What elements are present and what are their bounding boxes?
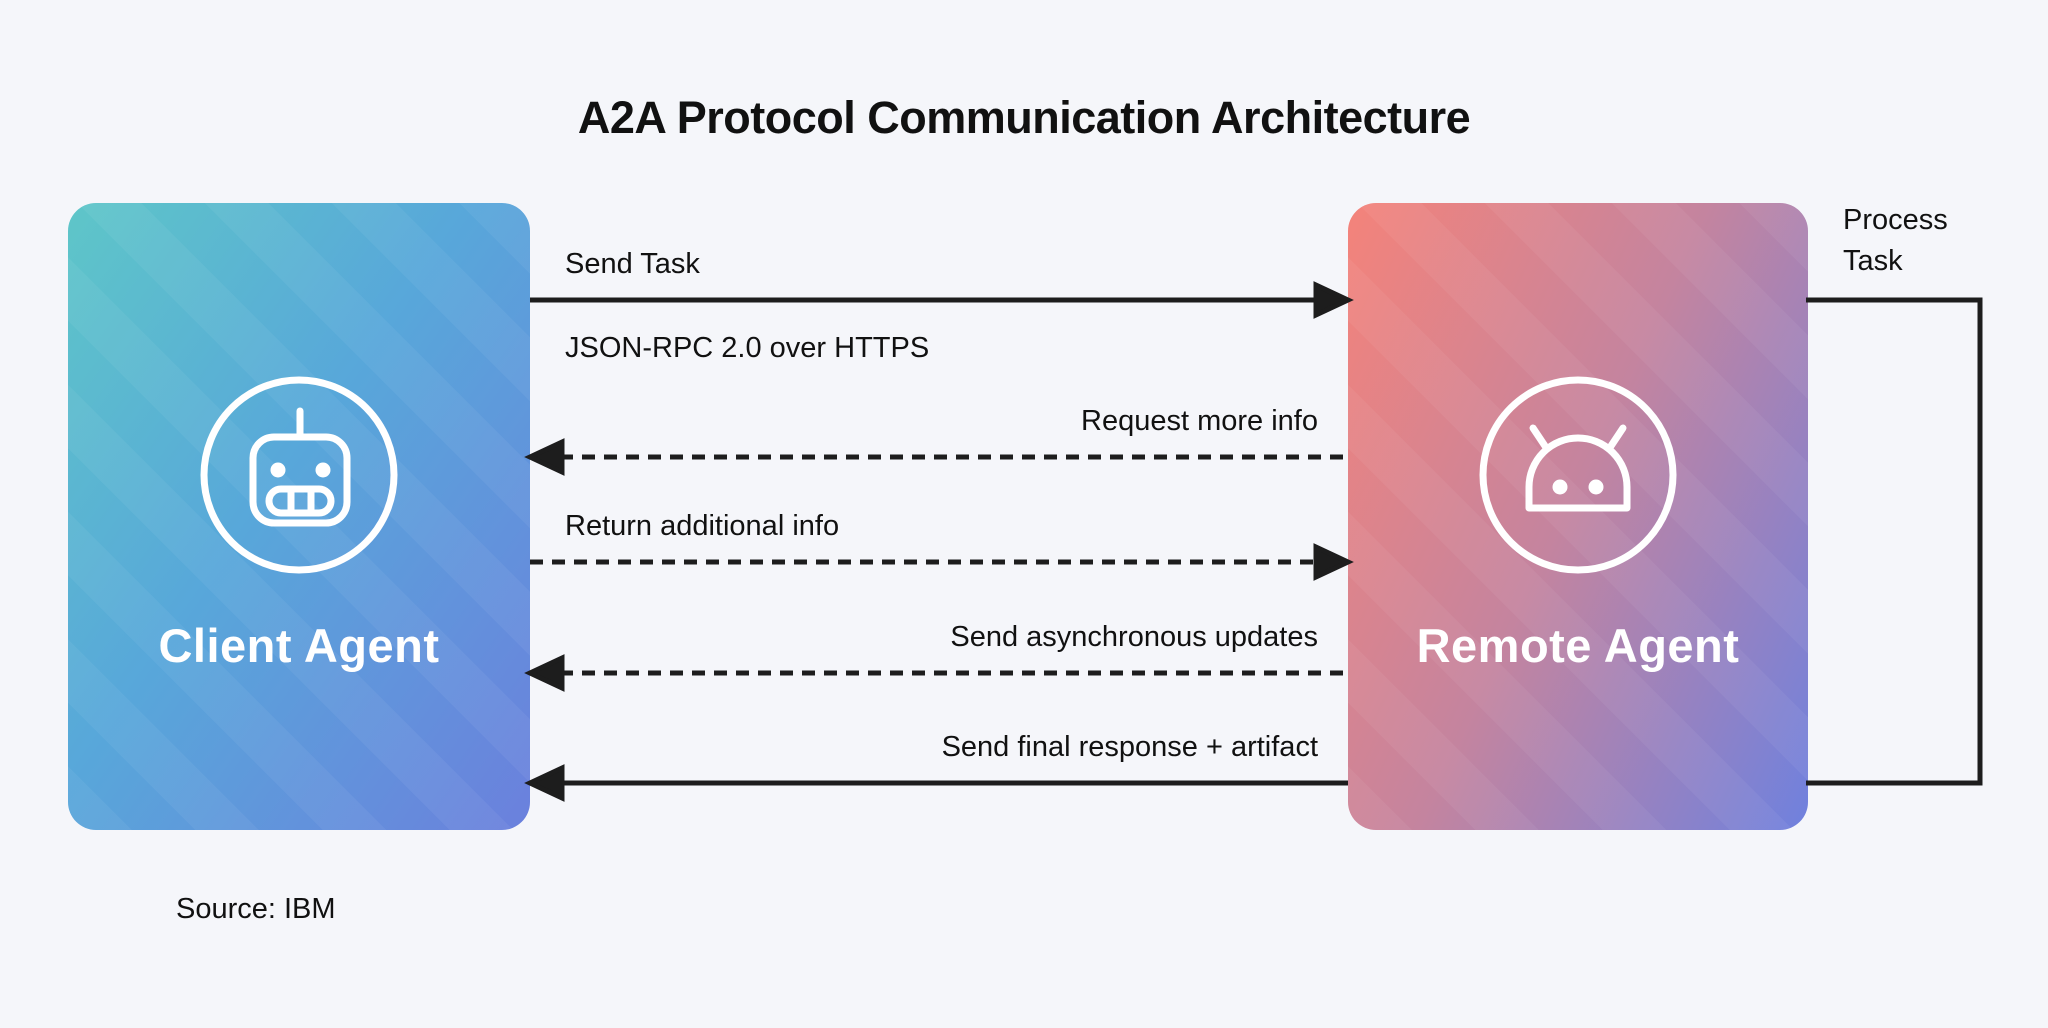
process-task-loop [1806,297,1983,786]
android-head-icon [1479,376,1677,574]
diagram-title: A2A Protocol Communication Architecture [577,92,1471,143]
return-additional-info-arrowhead [1313,543,1354,581]
process-task-label: Process Task [1843,204,1948,278]
remote-agent-label: Remote Agent [1416,619,1740,672]
source-attribution: Source: IBM [176,893,336,925]
client-agent-node: Client Agent [68,203,530,830]
send-final-response-arrowhead [524,764,565,802]
return-additional-info-label: Return additional info [565,510,840,542]
send-task-arrowhead [1313,281,1354,319]
send-async-updates-arrowhead [524,654,565,692]
robot-head-icon [200,376,398,574]
request-more-info-label: Request more info [1081,405,1318,437]
send-async-updates-label: Send asynchronous updates [950,621,1318,653]
send-task-protocol-label: JSON-RPC 2.0 over HTTPS [565,332,930,364]
remote-agent-node: Remote Agent [1348,203,1808,830]
send-final-response-label: Send final response + artifact [941,731,1318,763]
send-task-label: Send Task [565,248,700,280]
client-agent-label: Client Agent [158,619,440,672]
request-more-info-arrowhead [524,438,565,476]
